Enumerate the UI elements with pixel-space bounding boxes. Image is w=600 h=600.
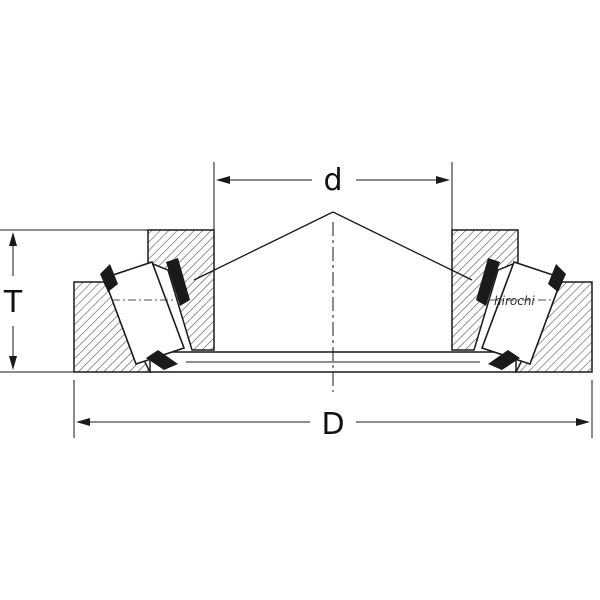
watermark-text: hirochi bbox=[494, 294, 535, 308]
outer-label: D bbox=[321, 407, 344, 442]
pressure-line-right bbox=[332, 211, 473, 281]
pressure-line-left bbox=[193, 211, 334, 281]
height-dimension: T bbox=[0, 229, 148, 373]
roller-left bbox=[100, 258, 190, 370]
bore-label: d bbox=[323, 163, 342, 198]
outer-dimension: D bbox=[73, 380, 593, 442]
roller-right bbox=[476, 258, 566, 370]
bore-dimension: d bbox=[213, 162, 453, 230]
height-label: T bbox=[3, 285, 23, 320]
